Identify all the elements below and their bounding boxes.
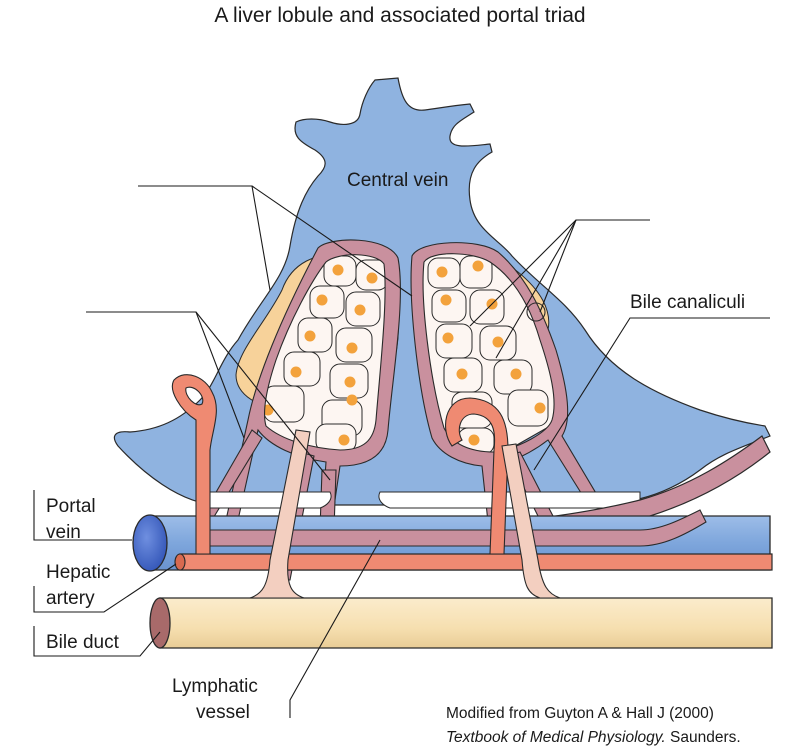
- leader-mid-left-b: [195, 311, 331, 481]
- nucleus: [290, 366, 302, 378]
- interlobular-channel: [199, 509, 707, 547]
- bile-ductule-right: [501, 443, 561, 599]
- credit-line-1: Modified from Guyton A & Hall J (2000): [446, 705, 714, 722]
- nucleus: [440, 294, 452, 306]
- lobule-gap: [209, 491, 641, 509]
- nucleus: [436, 266, 448, 278]
- nucleus: [332, 264, 344, 276]
- hepatocyte: [507, 389, 549, 427]
- nuclei-left: [262, 264, 378, 446]
- nucleus: [442, 332, 454, 344]
- leader-upper-left-a: [138, 185, 271, 291]
- bile-ductule-left: [249, 429, 311, 599]
- nucleus: [492, 336, 504, 348]
- nucleus: [344, 376, 356, 388]
- nucleus: [316, 294, 328, 306]
- credit-line-2: Textbook of Medical Physiology. Saunders…: [446, 729, 741, 746]
- leader-lines: [33, 185, 770, 718]
- hepatocyte: [431, 289, 467, 323]
- nucleus: [468, 434, 480, 446]
- canaliculus-marker: [526, 302, 546, 322]
- nuclei-right: [436, 260, 546, 446]
- nucleus: [366, 272, 378, 284]
- hepatocyte: [435, 323, 473, 359]
- label-hepatic-artery-line2: artery: [46, 588, 95, 609]
- diagram-title: A liver lobule and associated portal tri…: [214, 4, 585, 27]
- hepatocyte: [283, 351, 321, 387]
- label-central-vein: Central vein: [347, 170, 448, 191]
- nucleus: [534, 402, 546, 414]
- sinusoid-left: [225, 239, 401, 521]
- leader-upper-left-b: [251, 185, 413, 297]
- nucleus: [510, 368, 522, 380]
- nucleus: [456, 368, 468, 380]
- nucleus: [346, 342, 358, 354]
- leader-canaliculi-b: [469, 219, 577, 327]
- portal-vein-end: [132, 514, 168, 572]
- label-lymphatic-line1: Lymphatic: [172, 676, 258, 697]
- nucleus: [346, 394, 358, 406]
- leader-bile-canaliculi: [533, 317, 770, 471]
- label-portal-vein-line1: Portal: [46, 496, 96, 517]
- credit-book-title: Textbook of Medical Physiology.: [446, 729, 666, 746]
- label-bile-canaliculi: Bile canaliculi: [630, 292, 745, 313]
- arteriole-right: [445, 397, 509, 555]
- leader-bile-duct: [33, 626, 161, 657]
- leader-hepatic-artery: [33, 563, 177, 613]
- label-hepatic-artery-line1: Hepatic: [46, 562, 110, 583]
- hepatic-artery-end: [174, 553, 186, 571]
- nucleus: [354, 304, 366, 316]
- nucleus: [304, 330, 316, 342]
- label-lymphatic-line2: vessel: [196, 702, 250, 723]
- bile-duct-end: [149, 597, 171, 649]
- leader-canaliculi-c: [539, 219, 577, 313]
- bile-duct: [159, 597, 773, 649]
- hepatocyte: [469, 289, 505, 325]
- nucleus: [338, 434, 350, 446]
- nucleus: [472, 260, 484, 272]
- arteriole-left: [172, 374, 217, 555]
- leader-lymphatic: [289, 539, 381, 718]
- leader-portal-vein: [33, 490, 132, 541]
- credit-publisher: Saunders.: [666, 729, 741, 746]
- label-portal-vein-line2: vein: [46, 522, 81, 543]
- label-bile-duct: Bile duct: [46, 632, 120, 653]
